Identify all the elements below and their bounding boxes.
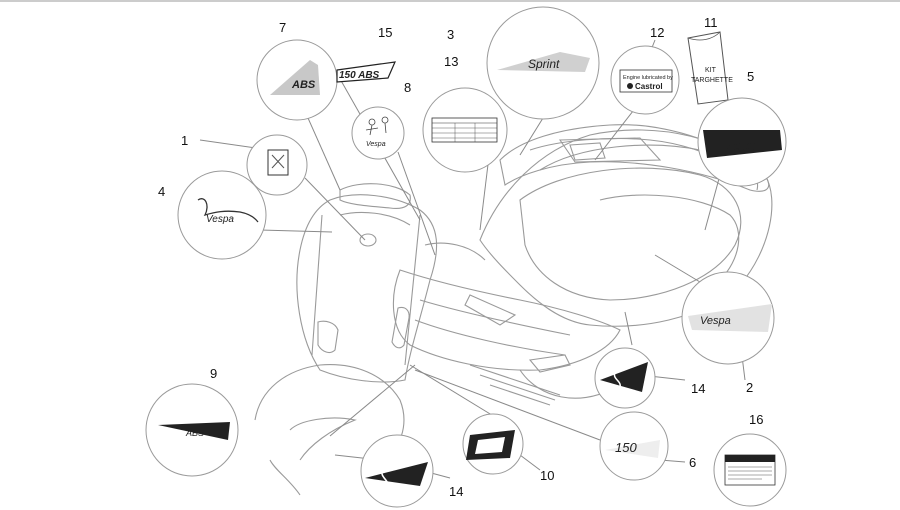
decal-14-stripe-circle-bottom — [360, 434, 434, 508]
number-150-text: 150 — [615, 440, 637, 455]
callout-8: 8 — [404, 80, 411, 95]
sprint-decal-text: Sprint — [528, 57, 560, 71]
decal-4-vespa-script-circle: Vespa — [177, 170, 267, 260]
abs-decal-text: ABS — [291, 79, 316, 91]
decal-11-kit-bag: KIT TARGHETTE — [687, 31, 733, 105]
vespa-script-text: Vespa — [206, 214, 234, 225]
castrol-caption: Engine lubricated by — [623, 75, 673, 81]
iget-decal-text: i-get — [725, 137, 756, 153]
callout-numbers: 1 2 3 4 5 6 7 8 9 10 11 12 13 14 14 15 1… — [158, 15, 763, 499]
decal-16-warning-circle: WARNING — [713, 433, 787, 507]
callout-12: 12 — [650, 25, 664, 40]
callout-14-bottom: 14 — [449, 484, 463, 499]
decal-7-abs-circle: ABS — [256, 39, 338, 121]
kit-label-line2: TARGHETTE — [691, 77, 733, 84]
warning-title: WARNING — [737, 457, 761, 463]
decal-12-castrol-circle: Engine lubricated by Castrol — [610, 45, 680, 115]
model-badge-text: 150 ABS — [339, 70, 380, 81]
callout-2: 2 — [746, 380, 753, 395]
decal-8-vespa-logo-circle: Vespa — [351, 106, 405, 160]
callout-3: 3 — [447, 27, 454, 42]
decal-15-model-badge: 150 ABS — [336, 61, 396, 83]
decal-13-info-label-circle — [422, 87, 508, 173]
callout-9: 9 — [210, 366, 217, 381]
decal-1-square-circle — [246, 134, 308, 196]
decal-10-badge-circle — [462, 413, 524, 475]
callout-7: 7 — [279, 20, 286, 35]
callout-10: 10 — [540, 468, 554, 483]
callout-15: 15 — [378, 25, 392, 40]
decal-3-sprint-circle: Sprint — [486, 6, 600, 120]
callout-11: 11 — [704, 15, 718, 30]
callout-4: 4 — [158, 184, 165, 199]
callout-14-right: 14 — [691, 381, 705, 396]
vespa-side-text: Vespa — [700, 315, 731, 327]
decal-9-abs-circle: ABS — [145, 383, 239, 477]
decal-5-iget-circle: i-get — [697, 97, 787, 187]
scooter-outline — [254, 124, 773, 496]
callout-16: 16 — [749, 412, 763, 427]
castrol-brand: Castrol — [635, 82, 663, 91]
decal-14-stripe-circle-right — [594, 347, 656, 409]
decal-6-150-circle: 150 — [599, 411, 669, 481]
kit-label-line1: KIT — [705, 67, 717, 74]
leader-lines — [199, 39, 746, 479]
callout-6: 6 — [689, 455, 696, 470]
callout-13: 13 — [444, 54, 458, 69]
callout-1: 1 — [181, 133, 188, 148]
vespa-logo-text: Vespa — [366, 141, 386, 148]
callout-5: 5 — [747, 69, 754, 84]
decal-2-vespa-side-circle: Vespa — [681, 271, 775, 365]
abs-bottom-text: ABS — [185, 428, 204, 438]
